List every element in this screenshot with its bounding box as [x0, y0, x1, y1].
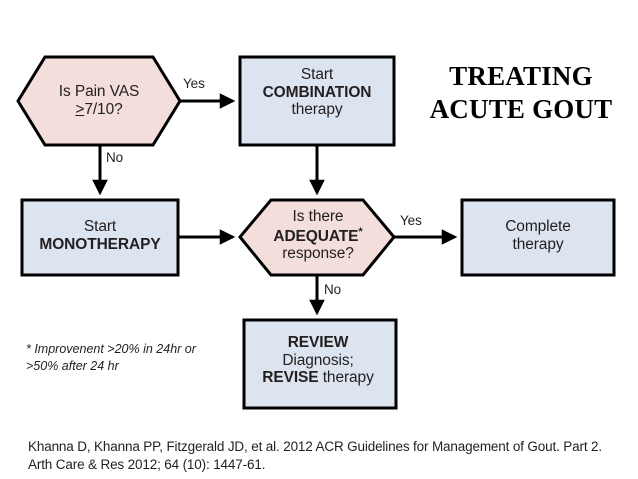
edge-label-vas-yes: Yes [183, 76, 205, 91]
node-combination-line-3: therapy [291, 101, 343, 119]
node-monotherapy-label: Start MONOTHERAPY [22, 218, 178, 253]
node-review-shape[interactable] [242, 318, 398, 410]
node-review-line-3-rest: therapy [318, 369, 374, 387]
footnote-text: * Improvenent >20% in 24hr or >50% after… [26, 342, 196, 373]
node-adequate-label: Is there ADEQUATE* response? [248, 208, 388, 263]
node-pain-vas-label: Is Pain VAS >7/10? [22, 83, 176, 118]
node-complete-line-2: therapy [512, 235, 564, 253]
node-complete-shape[interactable] [460, 198, 616, 277]
page-title: TREATING ACUTE GOUT [408, 60, 634, 126]
node-adequate-keyword: ADEQUATE [273, 227, 359, 245]
page-title-line-2: ACUTE GOUT [429, 93, 613, 124]
node-combination-line-1: Start [300, 66, 334, 83]
node-pain-vas-line-2-rest: 7/10? [84, 100, 123, 118]
node-combination-shape[interactable] [238, 55, 396, 147]
node-pain-vas-shape[interactable] [16, 55, 182, 147]
node-review-label: REVIEW Diagnosis; REVISE therapy [244, 334, 392, 387]
node-adequate-line-1: Is there [292, 208, 344, 225]
page-title-line-1: TREATING [449, 61, 593, 91]
node-complete-line-1: Complete [505, 218, 571, 235]
edge-label-adequate-no: No [324, 282, 342, 297]
node-adequate-line-2: ADEQUATE* [248, 226, 388, 246]
node-pain-vas-line-2: >7/10? [22, 101, 176, 119]
greater-equal-glyph: > [75, 100, 85, 118]
node-review-line-1: REVIEW [287, 334, 349, 351]
node-monotherapy-line-1: Start [83, 218, 117, 235]
node-adequate-shape[interactable] [238, 198, 396, 277]
node-review-line-2: Diagnosis; [282, 351, 354, 369]
node-combination-line-2: COMBINATION [262, 83, 372, 101]
node-review-keyword: REVISE [262, 369, 319, 387]
footnote-marker: * [358, 225, 363, 238]
edge-label-adequate-yes: Yes [400, 213, 422, 228]
node-monotherapy-line-2: MONOTHERAPY [39, 235, 161, 253]
node-adequate-line-3: response? [282, 245, 354, 263]
node-pain-vas-line-1: Is Pain VAS [58, 83, 140, 100]
node-review-line-3: REVISE therapy [244, 369, 392, 387]
node-complete-label: Complete therapy [462, 218, 614, 253]
edge-label-vas-no: No [106, 150, 124, 165]
node-combination-label: Start COMBINATION therapy [240, 66, 394, 119]
node-monotherapy-shape[interactable] [20, 198, 180, 277]
citation-text: Khanna D, Khanna PP, Fitzgerald JD, et a… [28, 439, 602, 472]
